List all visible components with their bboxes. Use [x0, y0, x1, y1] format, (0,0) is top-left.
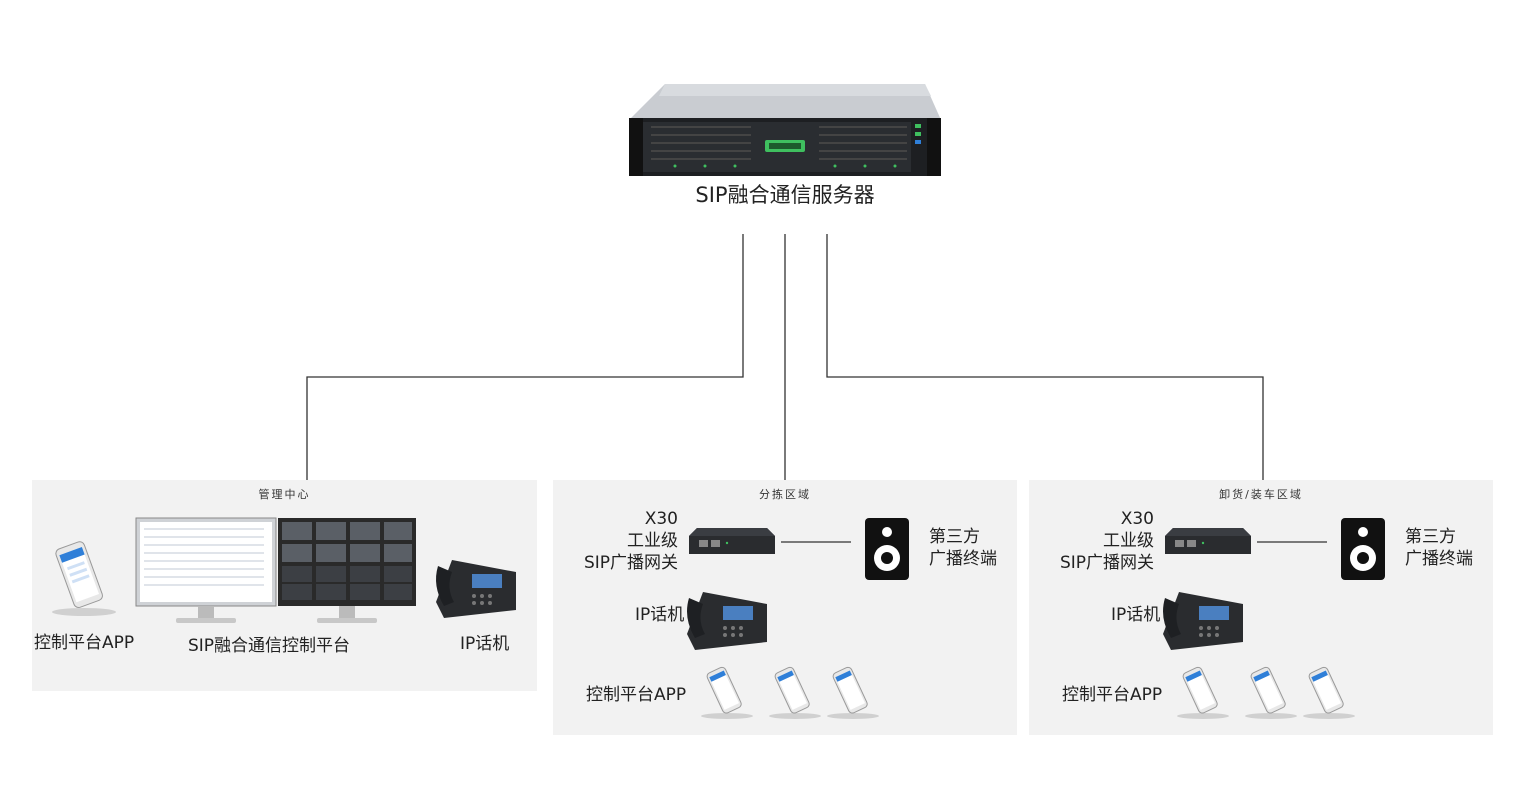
- phone-label: IP话机: [1111, 605, 1161, 625]
- sip-gateway-icon: [689, 528, 775, 554]
- zone-sorting: 分拣区域 X30 工业级 SIP广播网关 第三方 广播终端 IP话机 控制平台A…: [553, 480, 1017, 735]
- connector-line: [1257, 541, 1327, 543]
- smartphone-icon: [1245, 666, 1297, 719]
- zone-loading: 卸货/装车区域 X30 工业级 SIP广播网关 第三方 广播终端 IP话机 控制…: [1029, 480, 1493, 735]
- speaker-label: 第三方 广播终端: [929, 527, 997, 569]
- gateway-label: X30 工业级 SIP广播网关: [1059, 509, 1154, 573]
- app-label: 控制平台APP: [34, 633, 135, 653]
- smartphone-icon: [701, 666, 753, 719]
- rack-server-icon: [629, 84, 941, 176]
- platform-label: SIP融合通信控制平台: [188, 636, 351, 656]
- server-label: SIP融合通信服务器: [695, 183, 875, 207]
- ip-phone-icon: [687, 592, 767, 650]
- phone-label: IP话机: [635, 605, 685, 625]
- app-label: 控制平台APP: [1062, 685, 1163, 705]
- gateway-label: X30 工业级 SIP广播网关: [583, 509, 678, 573]
- smartphone-icon: [52, 541, 116, 616]
- ip-phone-icon: [436, 560, 516, 618]
- zone-management: 管理中心 控制平台APP: [32, 480, 537, 691]
- app-label: 控制平台APP: [586, 685, 687, 705]
- server-node: SIP融合通信服务器: [625, 80, 945, 210]
- dual-monitor-icon: [135, 517, 416, 623]
- speaker-icon: [865, 518, 909, 580]
- connector-line: [781, 541, 851, 543]
- sip-gateway-icon: [1165, 528, 1251, 554]
- link-loading: [826, 234, 1264, 480]
- ip-phone-icon: [1163, 592, 1243, 650]
- smartphone-icon: [1177, 666, 1229, 719]
- speaker-label: 第三方 广播终端: [1405, 527, 1473, 569]
- smartphone-icon: [827, 666, 879, 719]
- speaker-icon: [1341, 518, 1385, 580]
- zone-title: 管理中心: [258, 488, 311, 501]
- smartphone-icon: [769, 666, 821, 719]
- smartphone-icon: [1303, 666, 1355, 719]
- link-management: [306, 234, 744, 480]
- zone-title: 卸货/装车区域: [1219, 488, 1303, 501]
- zone-title: 分拣区域: [759, 488, 811, 501]
- phone-label: IP话机: [460, 634, 510, 654]
